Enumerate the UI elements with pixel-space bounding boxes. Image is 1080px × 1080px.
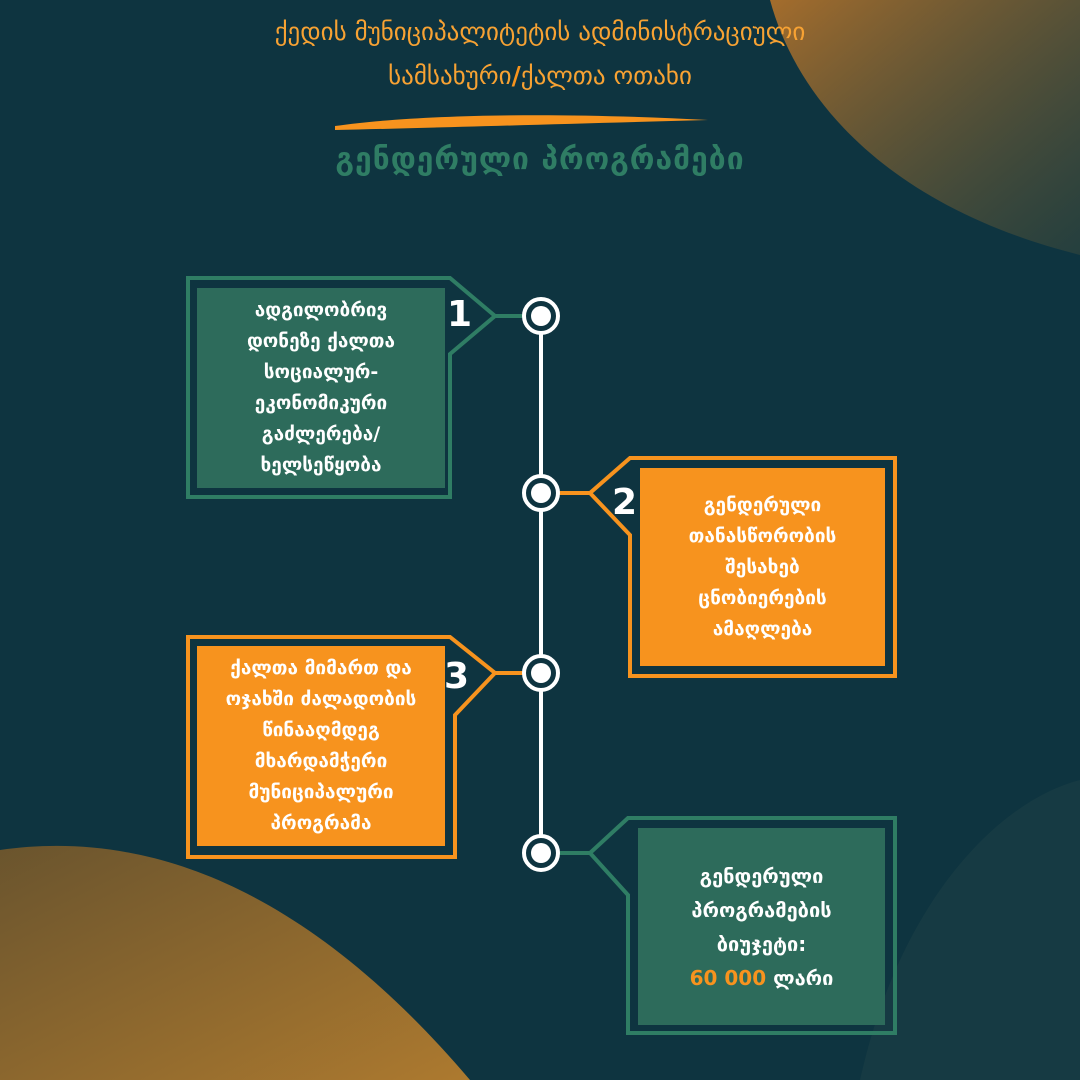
step-1-text: ადგილობრივ დონეზე ქალთა სოციალურ-ეკონომი… — [246, 299, 396, 476]
timeline-node-3 — [522, 654, 560, 692]
step-2-text: გენდერული თანასწორობის შესახებ ცნობიერებ… — [688, 493, 837, 640]
timeline-node-4 — [522, 834, 560, 872]
step-3-number: 3 — [444, 656, 470, 697]
budget-label: გენდერული პროგრამების ბიუჯეტი: — [691, 863, 832, 956]
step-1-frame — [186, 276, 499, 499]
step-2-number: 2 — [612, 482, 638, 523]
budget-amount: 60 000 — [689, 965, 767, 990]
step-3-text: ქალთა მიმართ და ოჯახში ძალადობის წინააღმ… — [225, 657, 417, 834]
step-2-box: გენდერული თანასწორობის შესახებ ცნობიერებ… — [640, 468, 885, 666]
header-womens-room: ქალთა ოთახი — [520, 61, 692, 90]
step-3-frame — [186, 635, 498, 859]
budget-box: გენდერული პროგრამების ბიუჯეტი: 60 000 ლა… — [638, 828, 885, 1025]
timeline-node-2 — [522, 474, 560, 512]
brush-underline — [335, 115, 708, 130]
bottom-left-blob — [0, 845, 470, 1080]
bottom-right-arc — [860, 780, 1080, 1080]
top-right-arc — [770, 0, 1080, 255]
header-slash: / — [511, 61, 521, 90]
header-office: სამსახური — [388, 61, 512, 90]
step-1-box: ადგილობრივ დონეზე ქალთა სოციალურ-ეკონომი… — [197, 288, 445, 488]
step-3-box: ქალთა მიმართ და ოჯახში ძალადობის წინააღმ… — [197, 646, 445, 846]
header-line-1: ქედის მუნიციპალიტეტის ადმინისტრაციული — [274, 17, 806, 46]
page-title: გენდერული პროგრამები — [335, 142, 745, 177]
step-1-number: 1 — [447, 294, 473, 335]
budget-currency: ლარი — [773, 965, 834, 990]
header-line-2: სამსახური/ქალთა ოთახი — [0, 54, 1080, 98]
timeline-node-1 — [522, 297, 560, 335]
